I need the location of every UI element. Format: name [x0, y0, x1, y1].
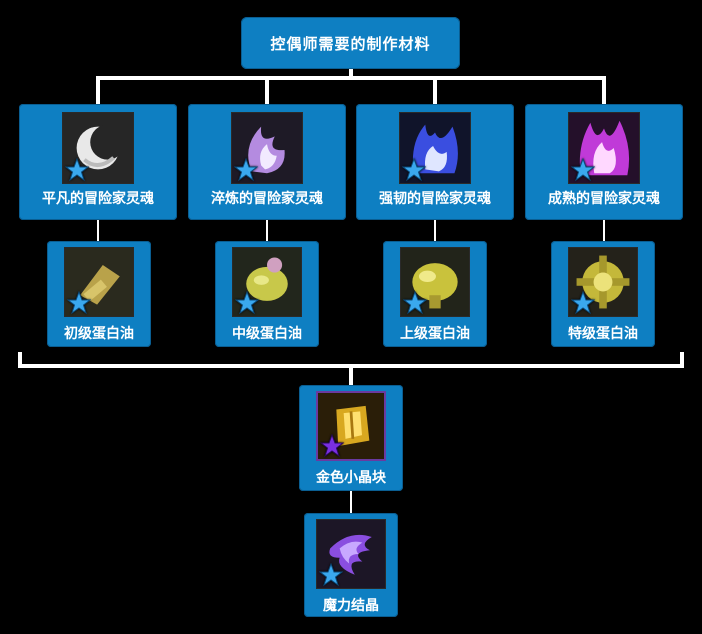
title-box: 控偶师需要的制作材料: [241, 17, 460, 69]
advanced-protein-oil-icon: [400, 247, 470, 317]
top-bus-drop-1: [96, 76, 100, 105]
premium-protein-oil-icon: [568, 247, 638, 317]
bottom-bus-drop: [349, 364, 353, 386]
white-soul-flame-icon: [62, 112, 134, 184]
blue-star-icon: [234, 158, 258, 182]
soul-box-4: 成熟的冒险家灵魂: [525, 104, 683, 220]
top-bus-drop-4: [602, 76, 606, 105]
soul-box-1: 平凡的冒险家灵魂: [19, 104, 177, 220]
blue-star-icon: [403, 291, 427, 315]
blue-star-icon: [319, 563, 343, 587]
soul-label-1: 平凡的冒险家灵魂: [42, 191, 154, 207]
bottom-bus-right-tick: [680, 352, 684, 368]
blue-star-icon: [67, 291, 91, 315]
magic-crystal-icon: [316, 519, 386, 589]
blue-star-icon: [402, 158, 426, 182]
soul-box-3: 强韧的冒险家灵魂: [356, 104, 514, 220]
soul-label-4: 成熟的冒险家灵魂: [548, 191, 660, 207]
blue-star-icon: [571, 158, 595, 182]
soul-label-2: 淬炼的冒险家灵魂: [211, 191, 323, 207]
blue-star-icon: [65, 158, 89, 182]
oil-box-3: 上级蛋白油: [383, 241, 487, 347]
magenta-soul-flame-icon: [568, 112, 640, 184]
magic-crystal-box: 魔力结晶: [304, 513, 398, 617]
soul-oil-connector-4: [603, 220, 605, 241]
beginner-protein-oil-icon: [64, 247, 134, 317]
top-bus-drop-3: [433, 76, 437, 105]
purple-star-icon: [320, 434, 344, 458]
golden-crystal-block-icon: [316, 391, 386, 461]
oil-label-2: 中级蛋白油: [232, 326, 302, 342]
oil-label-3: 上级蛋白油: [400, 326, 470, 342]
blue-star-icon: [235, 291, 259, 315]
top-bus-horizontal: [96, 76, 606, 80]
blue-star-icon: [571, 291, 595, 315]
soul-oil-connector-1: [97, 220, 99, 241]
soul-box-2: 淬炼的冒险家灵魂: [188, 104, 346, 220]
violet-soul-flame-icon: [231, 112, 303, 184]
intermediate-protein-oil-icon: [232, 247, 302, 317]
crystal-connector: [350, 491, 352, 513]
oil-box-4: 特级蛋白油: [551, 241, 655, 347]
soul-oil-connector-2: [266, 220, 268, 241]
title-connector-vertical: [349, 69, 353, 78]
blue-soul-flame-icon: [399, 112, 471, 184]
oil-box-2: 中级蛋白油: [215, 241, 319, 347]
oil-box-1: 初级蛋白油: [47, 241, 151, 347]
soul-label-3: 强韧的冒险家灵魂: [379, 191, 491, 207]
bottom-bus-left-tick: [18, 352, 22, 368]
oil-label-1: 初级蛋白油: [64, 326, 134, 342]
soul-oil-connector-3: [434, 220, 436, 241]
top-bus-drop-2: [265, 76, 269, 105]
oil-label-4: 特级蛋白油: [568, 326, 638, 342]
crystal-block-label: 金色小晶块: [316, 470, 386, 486]
magic-crystal-label: 魔力结晶: [323, 598, 379, 614]
crystal-block-box: 金色小晶块: [299, 385, 403, 491]
diagram-title: 控偶师需要的制作材料: [270, 34, 431, 53]
